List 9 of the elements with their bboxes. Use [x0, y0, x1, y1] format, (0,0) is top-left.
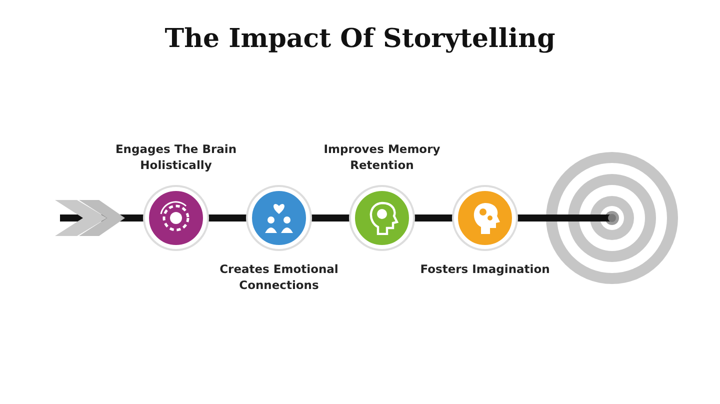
connector-line [516, 214, 546, 222]
node-label: Fosters Imagination [419, 261, 551, 277]
connector-line [310, 214, 351, 222]
connector-line [207, 214, 248, 222]
node-label: Engages The Brain Holistically [114, 141, 238, 173]
connector-line [413, 214, 454, 222]
node-label: Creates Emotional Connections [218, 261, 340, 293]
title: The Impact Of Storytelling [164, 24, 556, 54]
node-label: Improves Memory Retention [322, 141, 442, 173]
